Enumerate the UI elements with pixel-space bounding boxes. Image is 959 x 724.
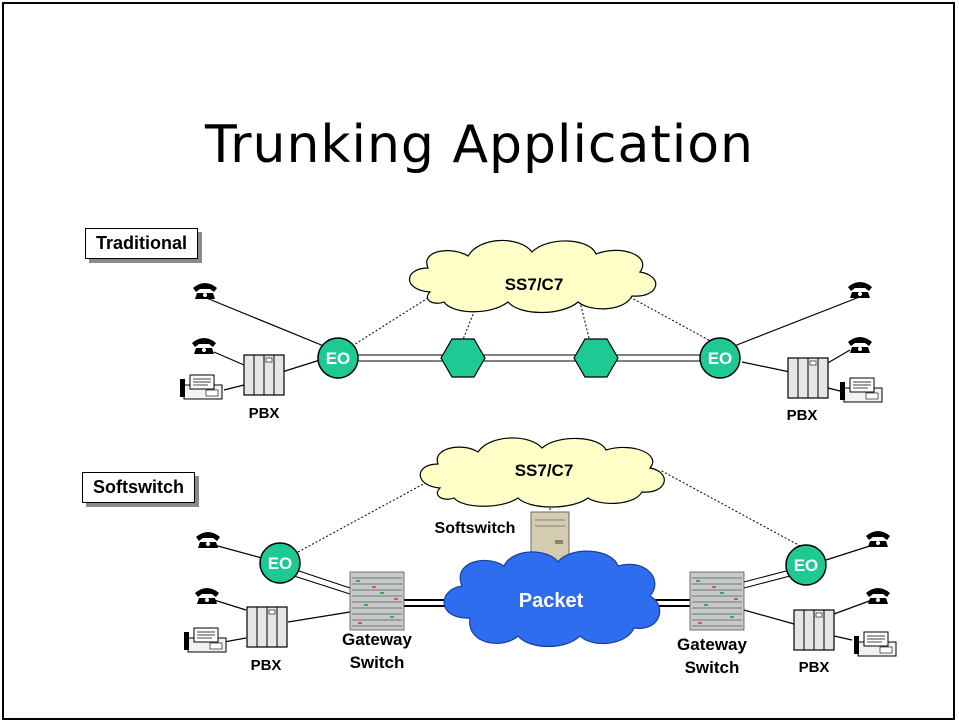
- telephone-icon: [848, 282, 872, 298]
- packet-network-cloud: [443, 550, 661, 647]
- tandem-hexagon-right: [573, 338, 619, 378]
- pbx-label: PBX: [249, 405, 280, 422]
- softswitch-label: Softswitch: [435, 520, 516, 537]
- pbx-label: PBX: [787, 407, 818, 424]
- ss7-cloud-bottom: [419, 437, 665, 508]
- pbx-icon: [793, 609, 835, 651]
- eo-node-softswitch-left: EO: [259, 542, 301, 584]
- eo-label: EO: [268, 554, 293, 573]
- fax-machine-icon: [179, 374, 223, 400]
- gateway-switch-icon: [349, 571, 405, 631]
- telephone-icon: [193, 283, 217, 299]
- section-label-softswitch: Softswitch: [82, 472, 196, 503]
- telephone-icon: [848, 337, 872, 353]
- gateway-switch-icon: [689, 571, 745, 631]
- telephone-icon: [195, 588, 219, 604]
- telephone-icon: [196, 532, 220, 548]
- section-label-traditional: Traditional: [85, 228, 199, 259]
- ss7-cloud-top: [409, 239, 657, 314]
- pbx-icon: [243, 354, 285, 396]
- eo-node-traditional-right: EO: [699, 337, 741, 379]
- eo-node-softswitch-right: EO: [785, 544, 827, 586]
- eo-label: EO: [708, 349, 733, 368]
- slide-title: Trunking Application: [204, 115, 754, 175]
- ss7-label-bottom: SS7/C7: [515, 461, 574, 480]
- pbx-label: PBX: [799, 659, 830, 676]
- tandem-hexagon-left: [440, 338, 486, 378]
- eo-label: EO: [326, 349, 351, 368]
- pbx-icon: [246, 606, 288, 648]
- pbx-label: PBX: [251, 657, 282, 674]
- telephone-icon: [192, 338, 216, 354]
- ss7-label-top: SS7/C7: [505, 275, 564, 294]
- pbx-icon: [787, 357, 829, 399]
- eo-label: EO: [794, 556, 819, 575]
- fax-machine-icon: [183, 627, 227, 653]
- gateway-label-line2: Switch: [685, 658, 740, 677]
- packet-label: Packet: [519, 590, 584, 612]
- fax-machine-icon: [853, 631, 897, 657]
- softswitch-links: [213, 469, 877, 643]
- telephone-icon: [866, 531, 890, 547]
- gateway-label-line1: Gateway: [677, 635, 747, 654]
- telephone-icon: [866, 588, 890, 604]
- fax-machine-icon: [839, 377, 883, 403]
- eo-node-traditional-left: EO: [317, 337, 359, 379]
- gateway-label-line2: Switch: [350, 653, 405, 672]
- traditional-links: [203, 295, 863, 373]
- gateway-label-line1: Gateway: [342, 630, 412, 649]
